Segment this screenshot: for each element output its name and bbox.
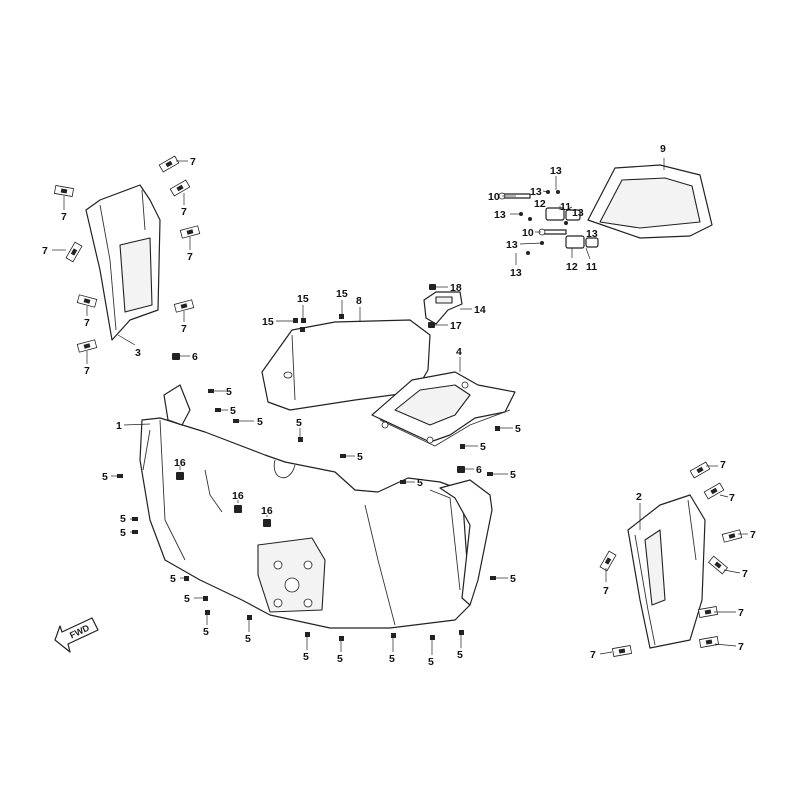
- callout-7: 7: [42, 245, 48, 257]
- callout-5: 5: [226, 386, 232, 398]
- callout-7: 7: [729, 492, 735, 504]
- callout-7: 7: [603, 585, 609, 597]
- fastener-16-a[interactable]: [176, 472, 184, 480]
- callout-7: 7: [84, 365, 90, 377]
- callout-13: 13: [506, 239, 518, 251]
- callout-7: 7: [181, 206, 187, 218]
- fastener-16-c[interactable]: [263, 519, 271, 527]
- callout-5: 5: [296, 417, 302, 429]
- fastener-15-a[interactable]: [301, 318, 306, 323]
- callout-15: 15: [297, 293, 309, 305]
- hinge-bracket-upper[interactable]: [545, 207, 581, 221]
- fastener-17[interactable]: [428, 322, 435, 328]
- callout-5: 5: [357, 451, 363, 463]
- clip-7-group-right: [599, 461, 743, 657]
- callout-6: 6: [476, 464, 482, 476]
- callout-7: 7: [190, 156, 196, 168]
- callout-5: 5: [203, 626, 209, 638]
- callout-11: 11: [560, 201, 571, 213]
- callout-5: 5: [457, 649, 463, 661]
- callout-5: 5: [510, 469, 516, 481]
- fastener-16-b[interactable]: [234, 505, 242, 513]
- callout-7: 7: [181, 323, 187, 335]
- callout-2: 2: [636, 491, 642, 503]
- forward-direction-arrow-icon: FWD: [54, 617, 99, 653]
- fastener-6-a[interactable]: [172, 353, 180, 360]
- callout-1: 1: [116, 420, 122, 432]
- hinge-bracket-lower[interactable]: [565, 235, 599, 249]
- callout-7: 7: [61, 211, 67, 223]
- callout-9: 9: [660, 143, 666, 155]
- callout-5: 5: [120, 527, 126, 539]
- fastener-15-d[interactable]: [293, 318, 298, 323]
- callout-5: 5: [337, 653, 343, 665]
- callout-7: 7: [720, 459, 726, 471]
- callout-7: 7: [590, 649, 596, 661]
- callout-12: 12: [534, 198, 546, 210]
- callout-12: 12: [566, 261, 578, 273]
- callout-5: 5: [480, 441, 486, 453]
- callout-5: 5: [428, 656, 434, 668]
- callout-5: 5: [184, 593, 190, 605]
- fastener-18[interactable]: [429, 284, 436, 290]
- front-bracket[interactable]: [163, 384, 191, 426]
- clip-7-group-left: [53, 155, 201, 353]
- callout-7: 7: [738, 607, 744, 619]
- callout-7: 7: [750, 529, 756, 541]
- callout-5: 5: [245, 633, 251, 645]
- callout-5: 5: [417, 477, 423, 489]
- callout-5: 5: [515, 423, 521, 435]
- callout-7: 7: [187, 251, 193, 263]
- screw-5-dots: [117, 389, 500, 641]
- callout-13: 13: [586, 228, 598, 240]
- leader-lines: [52, 160, 748, 655]
- callout-7: 7: [84, 317, 90, 329]
- callout-7: 7: [738, 641, 744, 653]
- callout-5: 5: [510, 573, 516, 585]
- callout-13: 13: [550, 165, 562, 177]
- fastener-15-b[interactable]: [300, 327, 305, 332]
- fastener-15-c[interactable]: [339, 314, 344, 319]
- callout-13: 13: [572, 207, 584, 219]
- callout-13: 13: [510, 267, 522, 279]
- callout-5: 5: [257, 416, 263, 428]
- main-body-panel-part-1[interactable]: [139, 417, 471, 629]
- callout-16: 16: [174, 457, 186, 469]
- callout-14: 14: [474, 304, 486, 316]
- callout-6: 6: [192, 351, 198, 363]
- callout-16: 16: [232, 490, 244, 502]
- callout-5: 5: [230, 405, 236, 417]
- seat-part-8[interactable]: [261, 319, 431, 411]
- callout-5: 5: [170, 573, 176, 585]
- callout-11: 11: [586, 261, 597, 273]
- callout-3: 3: [135, 347, 141, 359]
- top-right-panel-part-9[interactable]: [587, 158, 713, 239]
- callout-10: 10: [488, 191, 500, 203]
- left-side-panel-part-3[interactable]: [85, 184, 161, 341]
- storage-tray-part-4[interactable]: [371, 371, 516, 447]
- callout-15: 15: [262, 316, 274, 328]
- callout-13: 13: [494, 209, 506, 221]
- side-rail-bracket[interactable]: [439, 479, 493, 606]
- callout-5: 5: [102, 471, 108, 483]
- callout-13: 13: [530, 186, 542, 198]
- callout-5: 5: [389, 653, 395, 665]
- callout-4: 4: [456, 346, 462, 358]
- fastener-6-b[interactable]: [457, 466, 465, 473]
- callout-5: 5: [303, 651, 309, 663]
- callout-8: 8: [356, 295, 362, 307]
- bracket-part-14[interactable]: [423, 291, 463, 325]
- right-side-panel-part-2[interactable]: [627, 494, 706, 649]
- callout-17: 17: [450, 320, 462, 332]
- callout-18: 18: [450, 282, 462, 294]
- callout-5: 5: [120, 513, 126, 525]
- callout-16: 16: [261, 505, 273, 517]
- callout-15: 15: [336, 288, 348, 300]
- callout-7: 7: [742, 568, 748, 580]
- bolt-10-lower[interactable]: [538, 228, 567, 236]
- callout-labels: 7 7 7 7 7 7 7 7 3 7 7 7 7 7 7 7 7 2 1 4 …: [42, 143, 756, 668]
- callout-10: 10: [522, 227, 534, 239]
